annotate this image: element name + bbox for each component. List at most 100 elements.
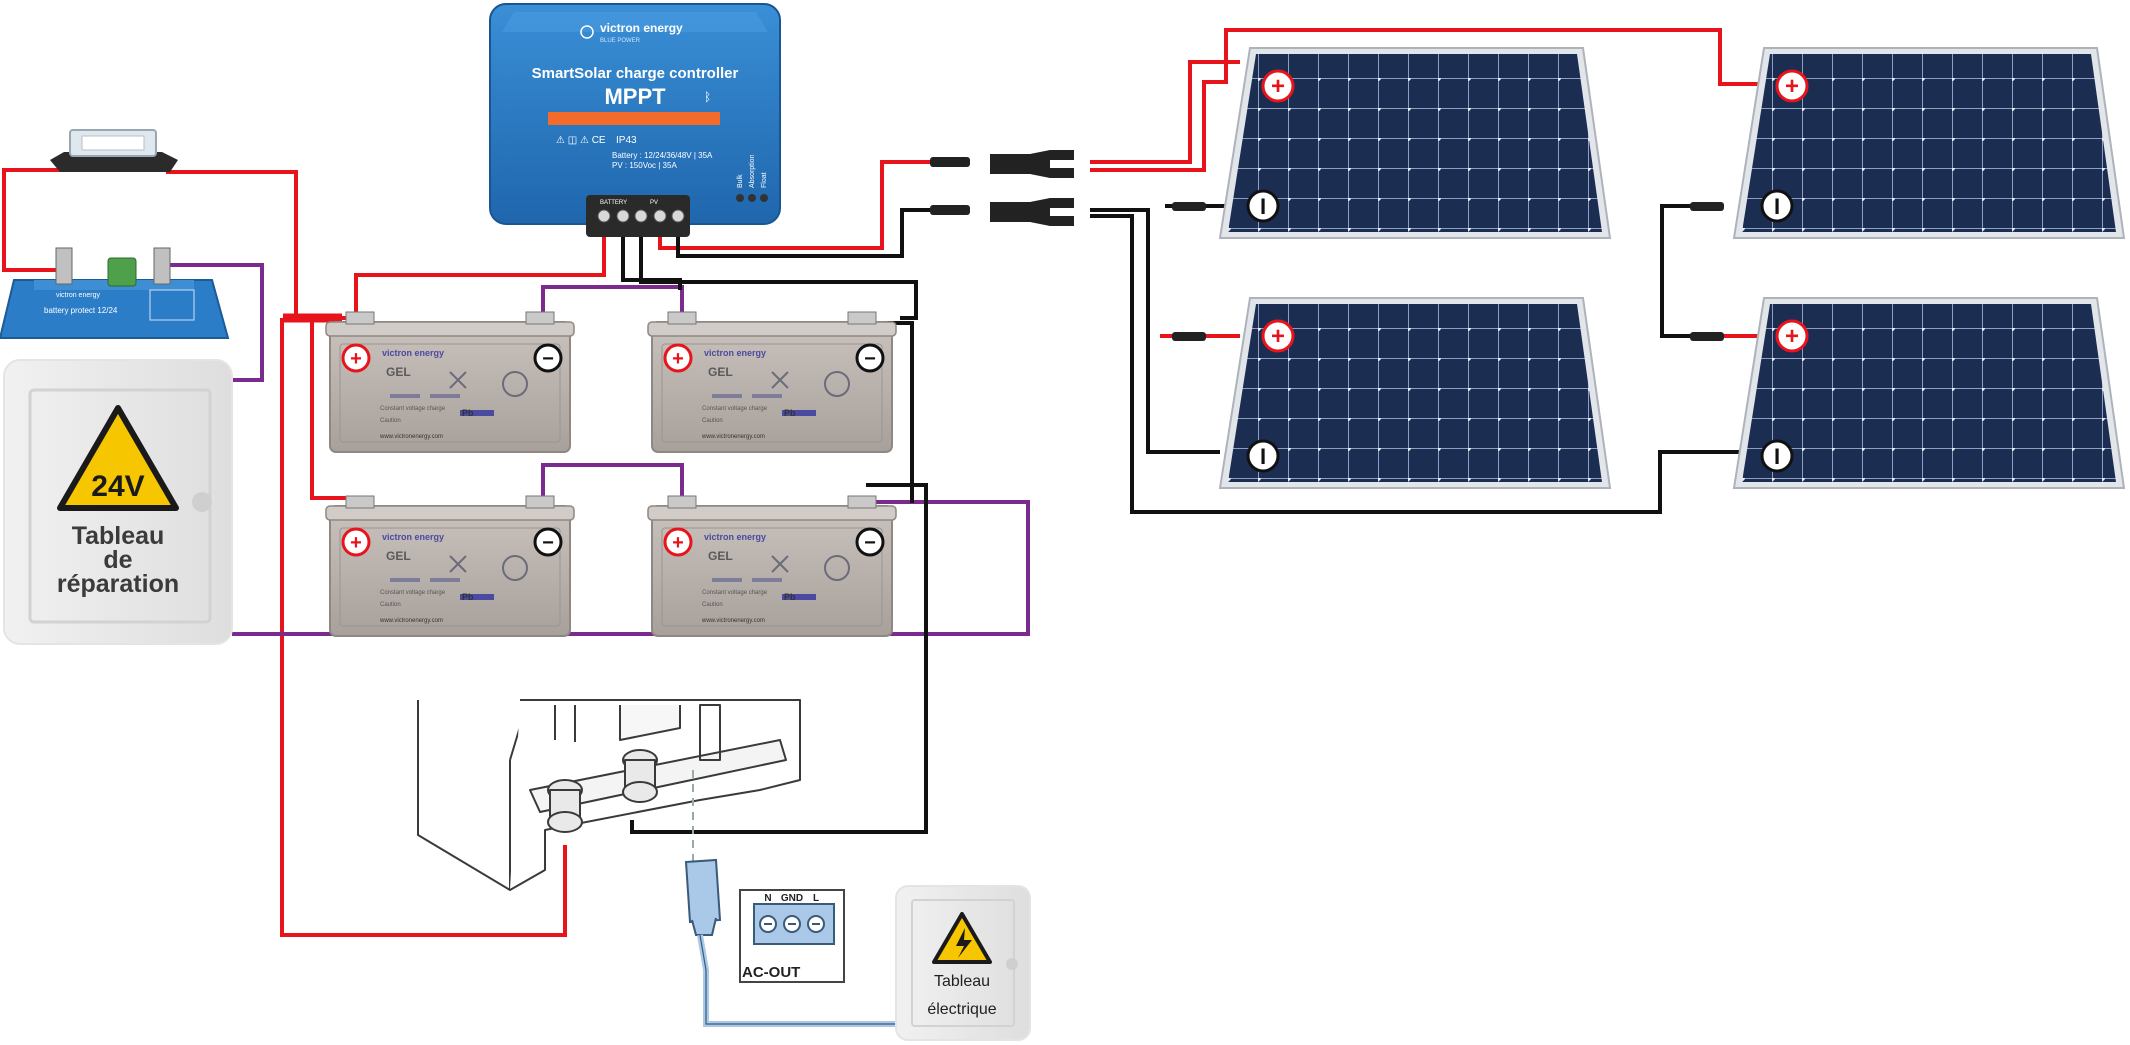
wire-bus-to-battery3 (310, 318, 356, 500)
battery-4-website: www.victronenergy.com (701, 618, 765, 624)
battery-3-website: www.victronenergy.com (379, 618, 443, 624)
battery-3-minus-label: − (542, 532, 554, 554)
mppt-charge-controller: victron energy BLUE POWER SmartSolar cha… (489, 3, 781, 237)
wire-pv-minus-b (1090, 214, 1740, 514)
mppt-orange-band (548, 112, 720, 125)
mppt-terminal-pv: PV (650, 200, 658, 206)
battery-1: + − victron energy GEL Constant voltage … (325, 311, 575, 453)
battery-2-spec2: Caution (702, 418, 723, 424)
wire-pv-minus-a (1090, 208, 1220, 454)
mppt-brand-sub: BLUE POWER (600, 38, 641, 44)
panel-1-plus: + (1271, 73, 1285, 100)
battery-1-spec2: Caution (380, 418, 401, 424)
battery-2-spec1: Constant voltage charge (702, 406, 768, 412)
fuse-holder (50, 129, 178, 172)
battery-4-minus-label: − (864, 532, 876, 554)
battery-3: + − victron energy GEL Constant voltage … (325, 495, 575, 637)
battery-1-website: www.victronenergy.com (379, 434, 443, 440)
panel-1-minus: I (1260, 194, 1266, 219)
battery-4-spec1: Constant voltage charge (702, 590, 768, 596)
wire-series-bottom (541, 463, 684, 503)
ac-out-label: AC-OUT (742, 964, 800, 981)
battery-2-chem: Pb (784, 408, 796, 418)
battery-2-plus-label: + (672, 348, 684, 370)
battery-3-chem: Pb (462, 592, 474, 602)
electrical-panel-line2: électrique (927, 1001, 996, 1018)
wire-pv-plus-panel2 (1090, 28, 1770, 172)
protect-label: battery protect 12/24 (44, 306, 118, 315)
victron-logo-icon (580, 25, 594, 39)
battery-2-brand: victron energy (704, 348, 766, 358)
panel-3-plus: + (1271, 323, 1285, 350)
wire-black-bus (623, 230, 681, 318)
battery-1-chem: Pb (462, 408, 474, 418)
mppt-led-float: Float (761, 172, 768, 188)
mppt-led-bulk: Bulk (737, 174, 744, 188)
panel-2-minus: I (1774, 194, 1780, 219)
solar-array: + I + I + I + I (1219, 47, 2125, 489)
distribution-panel: 24V Tableau de réparation (3, 359, 233, 645)
wire-protect-to-panel (155, 263, 264, 382)
warning-triangle-icon (57, 405, 179, 511)
wire-pv-plus-panel1 (1090, 60, 1240, 164)
wire-mppt-bat-minus (639, 230, 918, 320)
wire-mppt-pv-minus (676, 208, 940, 258)
mppt-compliance: IP43 (616, 135, 637, 146)
solar-panel-2: + I (1733, 47, 2125, 239)
battery-3-brand: victron energy (382, 532, 444, 542)
electrical-panel-line1: Tableau (934, 973, 990, 990)
solar-panel-4: + I (1733, 297, 2125, 489)
battery-2-minus-label: − (864, 348, 876, 370)
battery-bank: + − victron energy GEL Constant voltage … (325, 311, 897, 637)
ac-plug (684, 858, 900, 1027)
solar-panel-3: + I (1219, 297, 1611, 489)
panel-line1: Tableau (72, 522, 165, 550)
mppt-pv-spec: PV : 150Voc | 35A (612, 161, 677, 170)
battery-1-plus-label: + (350, 348, 362, 370)
battery-3-spec1: Constant voltage charge (380, 590, 446, 596)
battery-4-plus-label: + (672, 532, 684, 554)
battery-4-chem: Pb (784, 592, 796, 602)
battery-2-type: GEL (708, 365, 733, 379)
battery-4-spec2: Caution (702, 602, 723, 608)
bluetooth-icon: ᛒ (704, 90, 711, 104)
battery-1-spec1: Constant voltage charge (380, 406, 446, 412)
wire-battery1-plus (342, 236, 606, 320)
electrical-panel: Tableau électrique (895, 885, 1031, 1041)
mppt-led-absorption: Absorption (749, 154, 756, 188)
wire-battery4-minus (630, 483, 928, 834)
battery-2: + − victron energy GEL Constant voltage … (647, 311, 897, 453)
panel-4-minus: I (1774, 444, 1780, 469)
mppt-warning-icons: ⚠ ◫ ⚠ CE (556, 135, 606, 146)
mc4-connectors (930, 150, 1724, 341)
panel-2-plus: + (1785, 73, 1799, 100)
wire-mppt-pv-plus (658, 160, 940, 250)
terminal-gnd: GND (781, 893, 803, 904)
battery-3-type: GEL (386, 549, 411, 563)
terminal-l: L (813, 893, 819, 904)
solar-panel-1: + I (1219, 47, 1611, 239)
inverter (417, 699, 801, 891)
mppt-title: SmartSolar charge controller (532, 65, 739, 82)
wire-series-right (1660, 204, 1720, 338)
mppt-brand: victron energy (600, 21, 683, 35)
battery-3-plus-label: + (350, 532, 362, 554)
terminal-n: N (764, 893, 771, 904)
battery-protect: victron energy battery protect 12/24 (0, 247, 230, 339)
battery-4-brand: victron energy (704, 532, 766, 542)
panel-3-minus: I (1260, 444, 1266, 469)
wire-fuse-to-protect (2, 168, 68, 272)
wire-series-top (541, 285, 684, 318)
panel-line2: de (103, 546, 132, 574)
mppt-terminal-battery: BATTERY (600, 200, 627, 206)
wire-fuse-to-bus (166, 170, 298, 318)
battery-3-spec2: Caution (380, 602, 401, 608)
ac-out-terminal: N GND L AC-OUT (739, 889, 845, 983)
battery-1-minus-label: − (542, 348, 554, 370)
wire-negative-bus-purple (232, 500, 1030, 636)
panel-4-plus: + (1785, 323, 1799, 350)
panel-line3: réparation (57, 570, 179, 598)
wire-inverter-plus (280, 318, 567, 937)
battery-1-type: GEL (386, 365, 411, 379)
